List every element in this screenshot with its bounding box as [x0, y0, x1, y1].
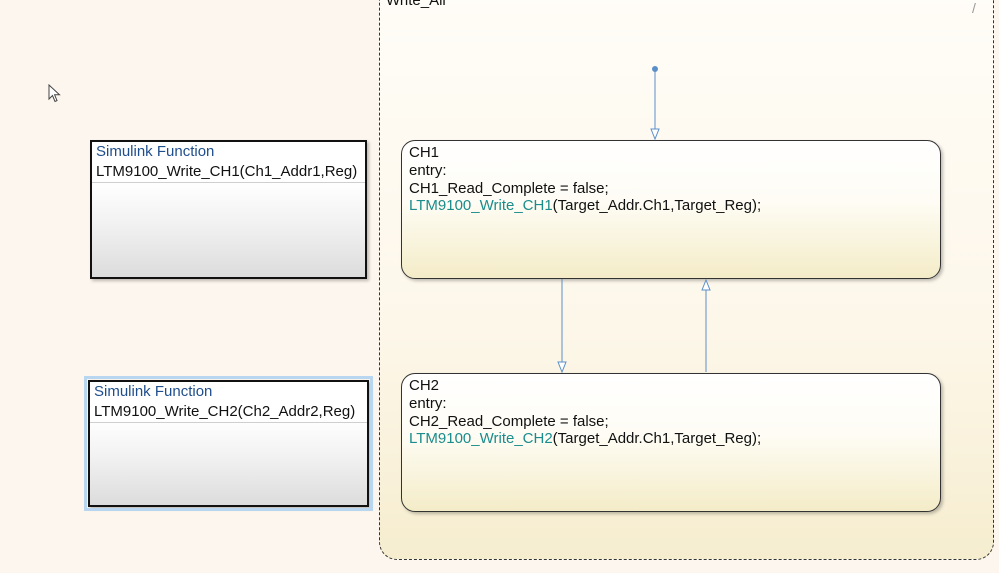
state-name: CH1	[409, 144, 440, 161]
function-call-name[interactable]: LTM9100_Write_CH1	[409, 197, 553, 214]
transition-ch1-to-ch2-arrowhead	[557, 361, 567, 374]
superstate-corner-mark: /	[972, 0, 976, 16]
default-transition-arrowhead	[650, 128, 660, 141]
state-ch2[interactable]: CH2 entry: CH2_Read_Complete = false; LT…	[401, 373, 941, 512]
function-call-args: (Target_Addr.Ch1,Target_Reg);	[552, 197, 762, 214]
function-title: Simulink Function	[94, 383, 213, 400]
function-call-name[interactable]: LTM9100_Write_CH2	[409, 430, 553, 447]
state-action-line: CH1_Read_Complete = false;	[409, 180, 609, 197]
superstate-label: Write_All	[386, 0, 446, 9]
simulink-function-ch1[interactable]: Simulink Function LTM9100_Write_CH1(Ch1_…	[90, 140, 367, 279]
function-title: Simulink Function	[96, 143, 215, 160]
state-action-line: CH2_Read_Complete = false;	[409, 413, 609, 430]
function-call-args: (Target_Addr.Ch1,Target_Reg);	[552, 430, 762, 447]
state-function-call: LTM9100_Write_CH1(Target_Addr.Ch1,Target…	[409, 197, 761, 214]
function-signature: LTM9100_Write_CH2(Ch2_Addr2,Reg)	[94, 403, 356, 420]
function-signature: LTM9100_Write_CH1(Ch1_Addr1,Reg)	[96, 163, 358, 180]
state-function-call: LTM9100_Write_CH2(Target_Addr.Ch1,Target…	[409, 430, 761, 447]
state-ch1[interactable]: CH1 entry: CH1_Read_Complete = false; LT…	[401, 140, 941, 279]
state-entry-label: entry:	[409, 395, 447, 412]
transition-ch2-to-ch1-arrowhead	[701, 278, 711, 291]
state-entry-label: entry:	[409, 162, 447, 179]
mouse-pointer-icon	[48, 84, 61, 103]
function-divider	[92, 182, 365, 183]
function-divider	[90, 422, 367, 423]
simulink-function-ch2[interactable]: Simulink Function LTM9100_Write_CH2(Ch2_…	[84, 376, 373, 511]
state-name: CH2	[409, 377, 440, 394]
